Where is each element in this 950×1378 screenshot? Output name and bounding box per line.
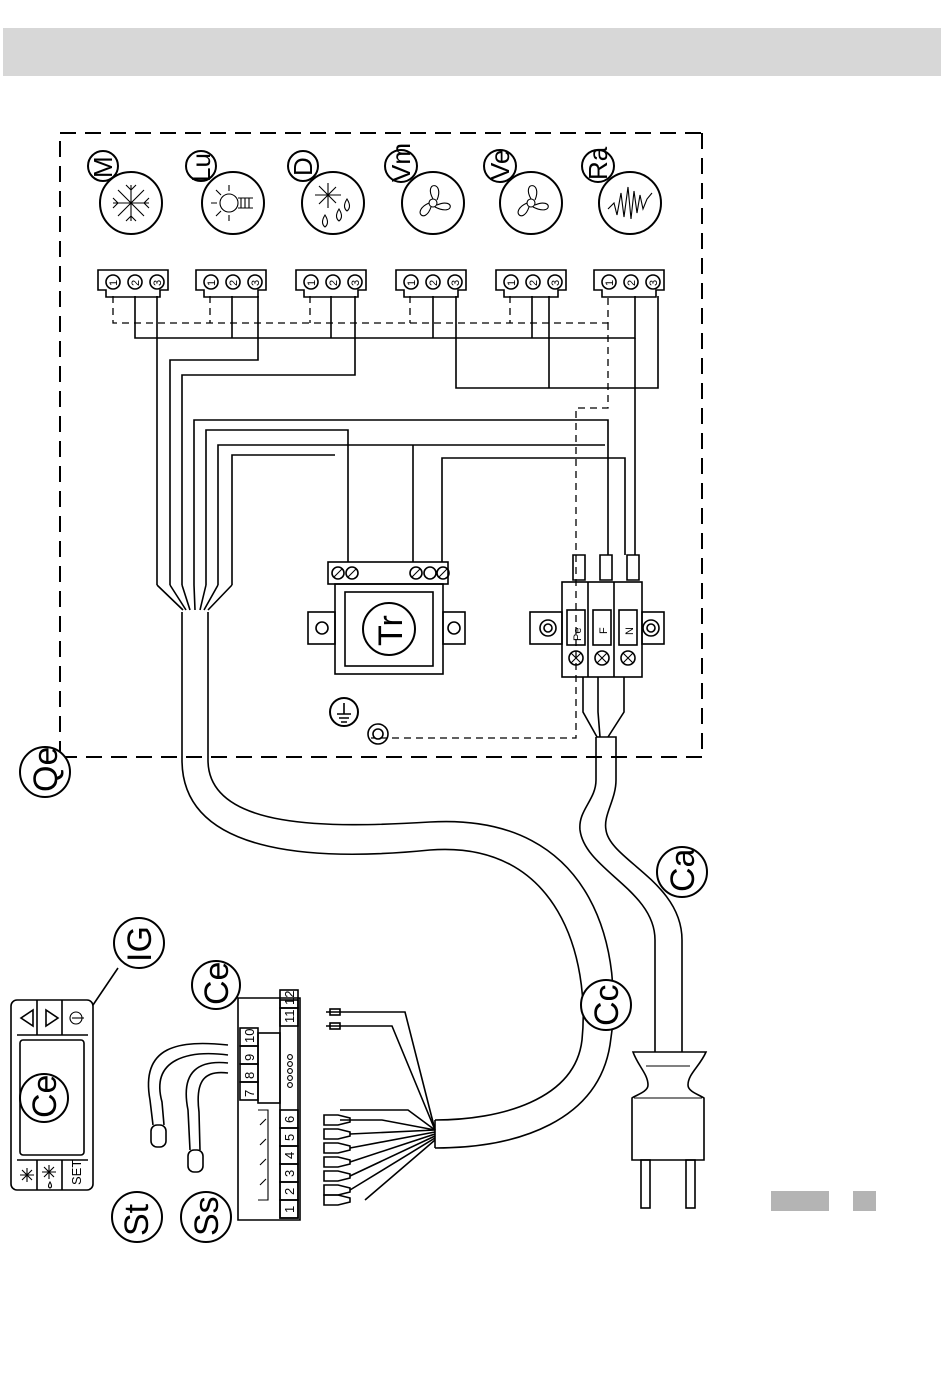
strip-dots xyxy=(288,1055,293,1088)
internal-wiring xyxy=(113,296,658,738)
pin-label-3: 3 xyxy=(550,280,562,286)
defrost-icon[interactable] xyxy=(20,1168,34,1182)
label-lu: Lu xyxy=(186,153,216,182)
label-qe: Qe xyxy=(27,747,65,792)
strip-top-row: 7 8 9 10 11 12 xyxy=(240,990,298,1100)
label-ve: Ve xyxy=(485,150,515,180)
pin-label-2: 2 xyxy=(130,280,142,286)
label-tr: Tr xyxy=(372,615,410,646)
strip-label-8: 8 xyxy=(242,1072,257,1079)
terminal-block: Pe F N xyxy=(530,555,664,737)
connector-ra: 1 2 3 xyxy=(594,270,664,297)
label-st: St xyxy=(118,1203,156,1236)
footer-mark-long xyxy=(771,1191,829,1211)
pin-label-3: 3 xyxy=(350,280,362,286)
cable-cc: Cc xyxy=(182,612,631,1148)
label-ig-group: IG xyxy=(93,918,164,1005)
down-arrow-icon[interactable] xyxy=(46,1010,58,1026)
label-vm: Vm xyxy=(386,143,416,182)
connector-ve: 1 2 3 xyxy=(496,270,566,297)
label-ig: IG xyxy=(121,926,159,962)
cc-end-wires xyxy=(324,1009,435,1205)
probe-ss: Ss xyxy=(181,1063,231,1242)
strip-label-9: 9 xyxy=(242,1054,257,1061)
component-d: D xyxy=(288,151,364,234)
footer-mark-short xyxy=(853,1191,876,1211)
terminal-n-label: N xyxy=(624,627,636,635)
component-ra: Ra xyxy=(582,146,661,234)
earth-symbol-icon xyxy=(330,698,388,744)
strip-label-7: 7 xyxy=(242,1090,257,1097)
cable-lugs xyxy=(324,1115,350,1205)
lug-terminal xyxy=(324,1129,350,1139)
snowflake-icon[interactable] xyxy=(42,1165,56,1188)
strip-label-1: 1 xyxy=(282,1206,297,1213)
label-qe-group: Qe xyxy=(20,747,70,797)
label-m: M xyxy=(88,156,118,178)
connector-d: 1 2 3 xyxy=(296,270,366,297)
power-icon[interactable] xyxy=(70,1012,84,1024)
strip-label-2: 2 xyxy=(282,1188,297,1195)
terminal-f-label: F xyxy=(598,627,610,634)
pin-label-3: 3 xyxy=(250,280,262,286)
strip-label-11: 11 xyxy=(282,1010,297,1024)
pin-label-1: 1 xyxy=(206,280,218,286)
set-button[interactable]: SET xyxy=(69,1160,84,1185)
component-lu: Lu xyxy=(186,151,264,234)
strip-label-5: 5 xyxy=(282,1134,297,1141)
pin-label-2: 2 xyxy=(528,280,540,286)
up-arrow-icon[interactable] xyxy=(21,1010,33,1026)
pin-label-1: 1 xyxy=(604,280,616,286)
strip-label-6: 6 xyxy=(282,1116,297,1123)
connector-vm: 1 2 3 xyxy=(396,270,466,297)
connector-m: 1 2 3 xyxy=(98,270,168,297)
strip-label-10: 10 xyxy=(242,1029,257,1043)
pin-label-3: 3 xyxy=(648,280,660,286)
strip-bottom-row: 1 2 3 4 5 6 xyxy=(280,1110,298,1218)
lug-terminal xyxy=(324,1143,350,1153)
label-ce-controller: Ce xyxy=(26,1075,64,1118)
controller-ce: SET Ce xyxy=(11,1000,93,1190)
component-vm: Vm xyxy=(385,143,464,234)
connector-lu: 1 2 3 xyxy=(196,270,266,297)
strip-label-12: 12 xyxy=(282,991,297,1005)
pin-label-2: 2 xyxy=(228,280,240,286)
label-ca: Ca xyxy=(664,848,702,892)
label-ce-terminal: Ce xyxy=(198,962,236,1005)
pin-label-1: 1 xyxy=(406,280,418,286)
pin-label-3: 3 xyxy=(152,280,164,286)
component-ve: Ve xyxy=(484,150,562,234)
lug-terminal xyxy=(324,1195,350,1205)
pin-label-1: 1 xyxy=(306,280,318,286)
connectors-row: 1 2 3 1 2 3 1 2 3 1 2 3 1 2 3 1 2 3 xyxy=(98,270,664,297)
pin-label-2: 2 xyxy=(626,280,638,286)
plug-icon xyxy=(632,1052,706,1208)
label-ss: Ss xyxy=(188,1196,226,1236)
terminal-pe-label: Pe xyxy=(572,628,584,641)
label-d: D xyxy=(288,157,318,176)
lug-terminal xyxy=(324,1185,350,1195)
pin-label-1: 1 xyxy=(108,280,120,286)
pin-label-1: 1 xyxy=(506,280,518,286)
pin-label-2: 2 xyxy=(428,280,440,286)
transformer-tr: Tr xyxy=(308,562,465,674)
label-ra: Ra xyxy=(583,146,613,180)
label-cc: Cc xyxy=(588,984,626,1026)
strip-label-4: 4 xyxy=(282,1152,297,1159)
pin-label-3: 3 xyxy=(450,280,462,286)
component-m: M xyxy=(88,151,162,234)
lug-terminal xyxy=(324,1157,350,1167)
pin-label-2: 2 xyxy=(328,280,340,286)
strip-label-3: 3 xyxy=(282,1170,297,1177)
lug-terminal xyxy=(324,1171,350,1181)
